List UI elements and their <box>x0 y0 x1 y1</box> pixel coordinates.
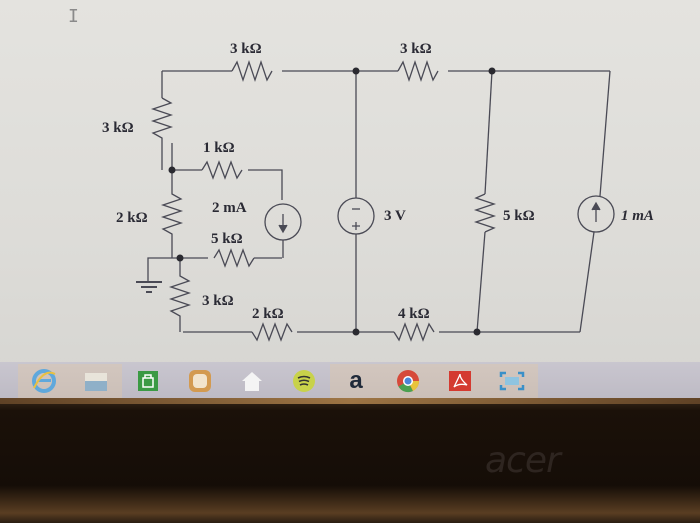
taskbar-app[interactable] <box>174 364 226 398</box>
resistor-left-upper <box>150 97 174 170</box>
label-bottom-left: 2 kΩ <box>252 306 284 322</box>
resistor-left-middle <box>160 170 184 258</box>
folder-icon <box>85 373 107 391</box>
label-left-upper: 3 kΩ <box>102 120 134 136</box>
resistor-top-right <box>397 59 439 83</box>
home-icon <box>242 372 262 391</box>
taskbar-ie[interactable] <box>18 364 70 398</box>
resistor-bottom-right <box>393 322 435 342</box>
label-top-left: 3 kΩ <box>230 41 262 57</box>
taskbar-adobe[interactable] <box>434 364 486 398</box>
circuit-diagram: 3 kΩ 3 kΩ 3 kΩ 1 kΩ 2 kΩ 2 mA 5 kΩ 3 kΩ … <box>102 41 654 342</box>
label-top-right: 3 kΩ <box>400 41 432 57</box>
taskbar-spotify[interactable] <box>278 364 330 398</box>
store-icon <box>138 371 158 391</box>
spotify-icon <box>293 370 315 392</box>
label-left-middle: 2 kΩ <box>116 210 148 226</box>
taskbar-store[interactable] <box>122 364 174 398</box>
label-left-lower: 3 kΩ <box>202 293 234 309</box>
taskbar-amazon[interactable]: a <box>330 364 382 398</box>
label-voltage-source: 3 V <box>384 208 406 224</box>
label-current-right: 1 mA <box>621 208 654 224</box>
resistor-left-lower <box>168 258 192 332</box>
resistor-inner-top <box>201 160 243 180</box>
app-icon <box>189 370 211 392</box>
laptop-bezel <box>0 398 700 523</box>
chrome-icon <box>397 370 420 393</box>
laptop-screen: I <box>0 0 700 398</box>
snipping-tool-icon <box>499 371 525 391</box>
text-cursor-icon: I <box>68 6 79 27</box>
taskbar: a <box>0 362 700 398</box>
taskbar-chrome[interactable] <box>382 364 434 398</box>
internet-explorer-icon <box>32 369 56 393</box>
brand-logo: acer <box>485 440 561 481</box>
amazon-icon: a <box>349 367 363 394</box>
label-inner-bottom: 5 kΩ <box>211 231 243 247</box>
label-current-inner: 2 mA <box>212 200 247 216</box>
resistor-right-vertical <box>473 193 497 233</box>
label-inner-top: 1 kΩ <box>203 140 235 156</box>
label-right-vertical: 5 kΩ <box>503 208 535 224</box>
resistor-top-left <box>231 59 273 83</box>
adobe-reader-icon <box>449 371 471 391</box>
resistor-bottom-left <box>251 322 293 342</box>
taskbar-home[interactable] <box>226 364 278 398</box>
taskbar-file-explorer[interactable] <box>70 364 122 398</box>
resistor-inner-bottom <box>213 248 255 268</box>
bezel-edge <box>0 398 700 404</box>
label-bottom-right: 4 kΩ <box>398 306 430 322</box>
taskbar-snipping[interactable] <box>486 364 538 398</box>
